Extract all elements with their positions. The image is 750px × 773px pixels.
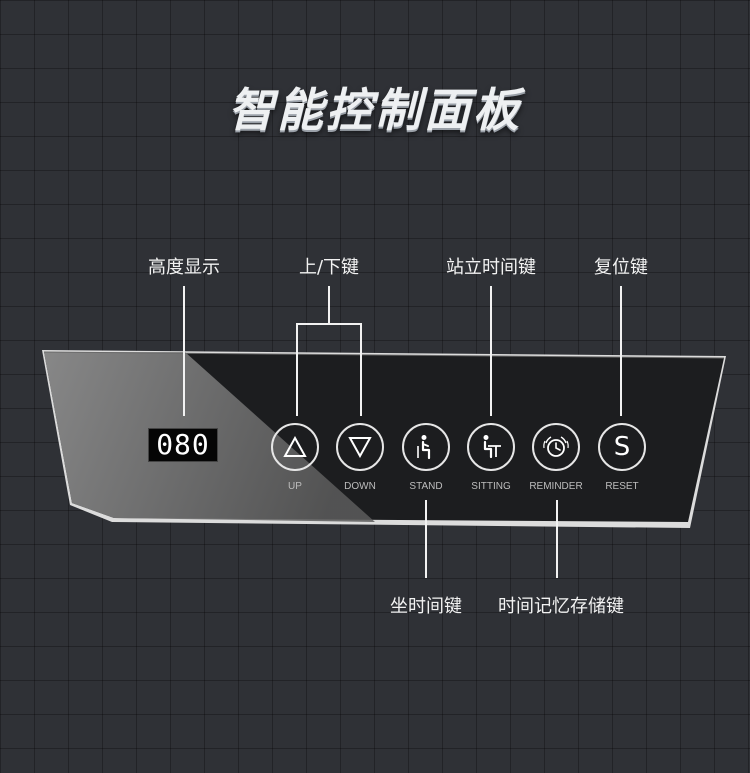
callout-line-sit-time (425, 500, 427, 578)
callout-reset: 复位键 (594, 257, 648, 278)
down-button[interactable] (336, 423, 384, 471)
reset-symbol: S (613, 432, 631, 462)
reset-label: RESET (605, 481, 639, 492)
callout-line-display (183, 286, 185, 416)
reminder-label: REMINDER (529, 481, 583, 492)
stand-person-icon (417, 435, 431, 460)
callout-line-memory (556, 500, 558, 578)
callout-line-reset (620, 286, 622, 416)
callout-line-updown-bar (296, 323, 362, 325)
down-label: DOWN (344, 481, 376, 492)
callout-line-stand-time (490, 286, 492, 416)
sitting-button[interactable] (467, 423, 515, 471)
callout-memory: 时间记忆存储键 (498, 596, 624, 617)
page-title: 智能控制面板 (228, 83, 522, 137)
triangle-down-icon (348, 437, 372, 458)
up-label: UP (288, 481, 302, 492)
triangle-up-icon (283, 436, 307, 457)
sitting-label: SITTING (471, 481, 511, 492)
sitting-person-icon (483, 435, 501, 459)
up-button[interactable] (271, 423, 319, 471)
stand-label: STAND (409, 481, 443, 492)
height-display: 080 (148, 428, 218, 462)
callout-line-updown-stem (328, 286, 330, 324)
reset-button[interactable]: S (598, 423, 646, 471)
callout-stand-time: 站立时间键 (446, 257, 536, 278)
callout-line-down (360, 323, 362, 416)
callout-up-down: 上/下键 (298, 257, 360, 278)
callout-height-display: 高度显示 (148, 257, 220, 278)
stand-button[interactable] (402, 423, 450, 471)
callout-sit-time: 坐时间键 (390, 596, 462, 617)
reminder-button[interactable] (532, 423, 580, 471)
callout-line-up (296, 323, 298, 416)
clock-reminder-icon (543, 436, 569, 457)
